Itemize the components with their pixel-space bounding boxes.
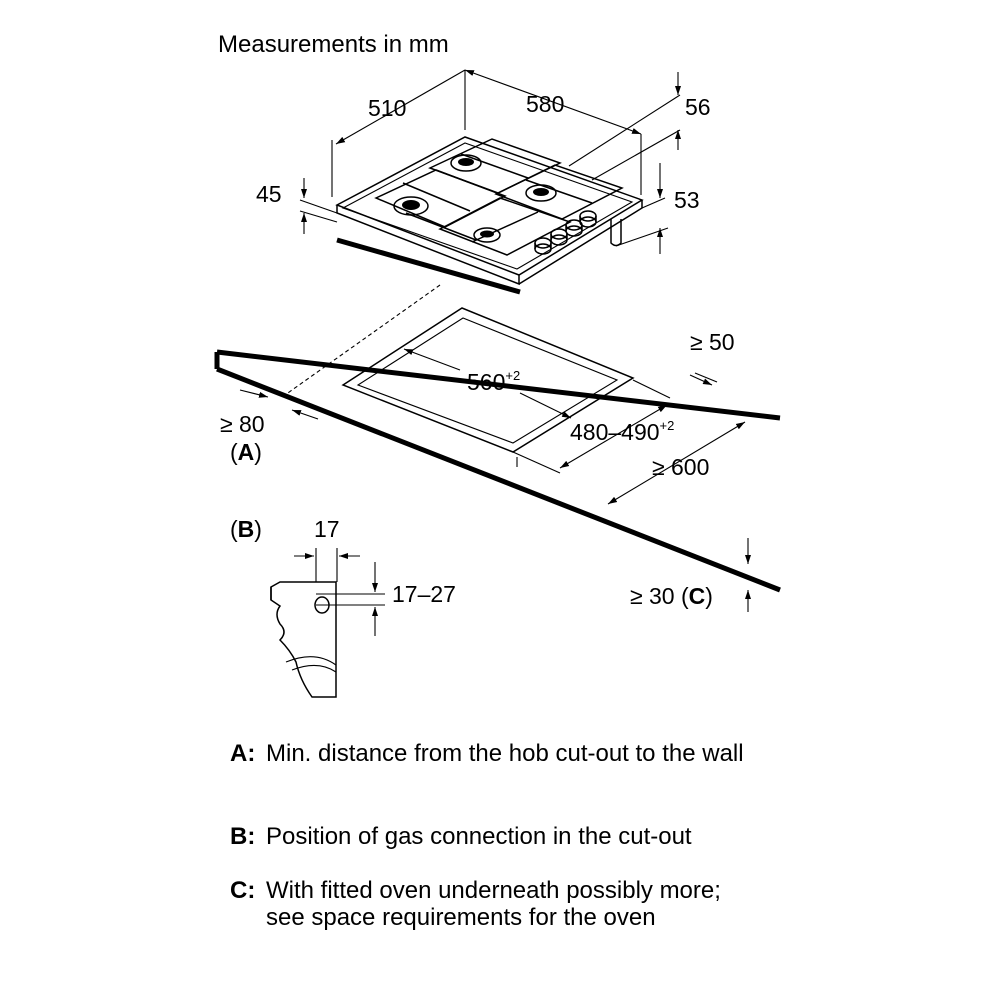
dim-total-height: 56: [685, 94, 711, 120]
dim-top-height: 45: [256, 181, 282, 207]
hob-dimensions: [299, 69, 681, 254]
burner-front-left: [393, 196, 429, 216]
legend-key-c: C:: [230, 877, 256, 904]
legend-key-b: B:: [230, 823, 256, 850]
pan-support: [374, 138, 624, 256]
dim-hob-depth: 510: [368, 95, 406, 121]
worktop-drawing: [214, 237, 781, 593]
dim-worktop-thickness: ≥ 30 (C): [630, 583, 713, 609]
dim-cutout-depth: 480–490+2: [570, 418, 674, 445]
dim-hob-width: 580: [526, 91, 564, 117]
dim-wall-distance: ≥ 80: [220, 411, 265, 437]
burner-rear-right: [525, 184, 557, 202]
control-knobs: [534, 210, 597, 255]
burner-rear-left: [450, 154, 482, 172]
dim-front-depth: ≥ 600: [652, 454, 709, 480]
gas-pipe-icon: [610, 219, 622, 247]
legend-item-a: A: Min. distance from the hob cut-out to…: [230, 740, 796, 767]
dim-cutout-depth-tolerance: +2: [660, 418, 675, 433]
dim-cutout-width: 560+2: [467, 368, 520, 395]
detail-b-width: 17: [314, 516, 340, 542]
dim-cutout-width-tolerance: +2: [505, 368, 520, 383]
dim-wall-distance-ref: (A): [230, 439, 262, 465]
dim-rear-clearance: ≥ 50: [690, 329, 735, 355]
legend-item-b: B: Position of gas connection in the cut…: [230, 823, 796, 850]
burner-front-right: [473, 227, 501, 243]
gas-connection-icon: [314, 596, 330, 614]
detail-b-range: 17–27: [392, 581, 456, 607]
dim-cutout-depth-value: 480–490: [570, 419, 660, 445]
legend-item-c: C: With fitted oven underneath possibly …: [230, 877, 766, 931]
hob-drawing: [335, 136, 644, 286]
page-title: Measurements in mm: [218, 31, 449, 58]
legend-text-b: Position of gas connection in the cut-ou…: [266, 823, 692, 850]
detail-b: (B) 17 17–27: [230, 516, 456, 698]
legend-text-a: Min. distance from the hob cut-out to th…: [266, 740, 744, 767]
dim-cutout-width-value: 560: [467, 369, 505, 395]
legend-text-c: With fitted oven underneath possibly mor…: [266, 877, 721, 931]
detail-b-label: (B): [230, 516, 262, 542]
worktop-dimensions: [239, 348, 751, 612]
legend-key-a: A:: [230, 740, 256, 767]
dim-below-height: 53: [674, 187, 700, 213]
